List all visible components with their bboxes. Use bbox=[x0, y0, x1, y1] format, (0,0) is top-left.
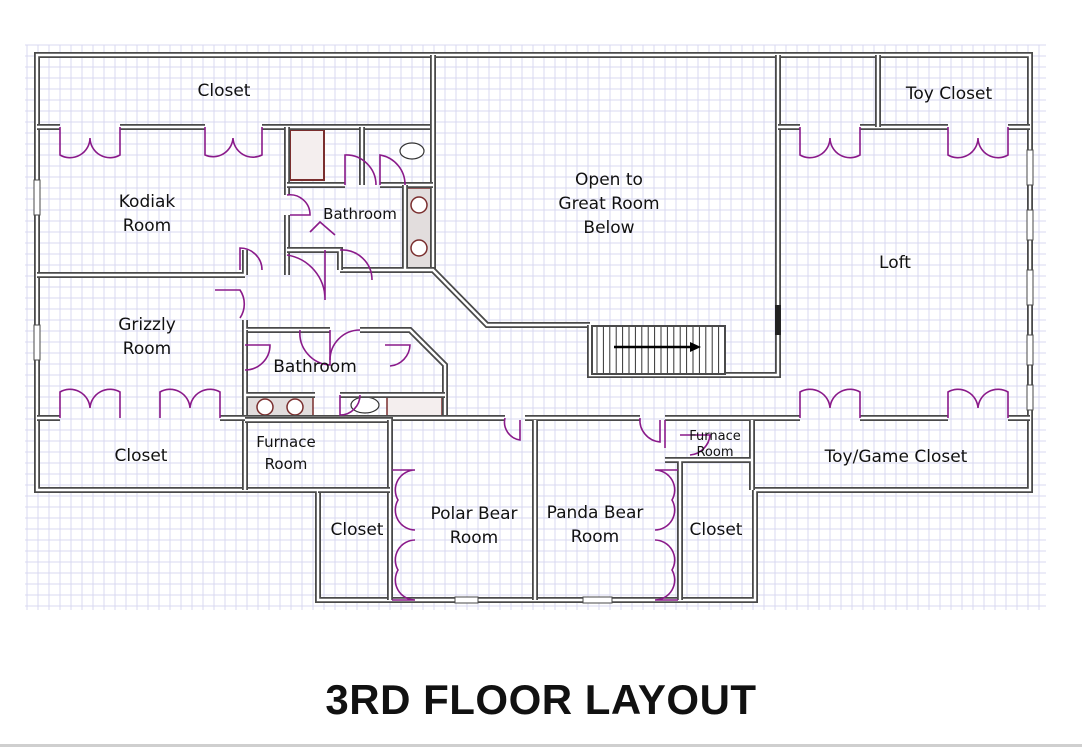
door bbox=[947, 127, 1009, 159]
room-label-closet-left: Closet bbox=[115, 446, 168, 466]
door bbox=[503, 417, 521, 441]
room-label-bathroom-lower: Bathroom bbox=[273, 357, 357, 377]
shower bbox=[289, 129, 325, 181]
window bbox=[1026, 269, 1034, 306]
door bbox=[286, 193, 311, 216]
window bbox=[1026, 149, 1034, 186]
staircase bbox=[591, 325, 726, 375]
stair-outline bbox=[591, 325, 726, 375]
room-label-panda-bear-room: Room bbox=[571, 527, 619, 547]
door bbox=[654, 469, 678, 601]
window bbox=[454, 596, 479, 604]
window bbox=[1026, 209, 1034, 241]
toilet bbox=[399, 142, 425, 160]
door bbox=[215, 289, 246, 319]
door bbox=[339, 394, 361, 416]
door bbox=[239, 247, 263, 271]
grid bbox=[25, 44, 1046, 610]
wall-inner bbox=[665, 420, 754, 600]
room-label-furnace-left: Furnace bbox=[256, 433, 315, 451]
room-label-toy-closet: Toy Closet bbox=[905, 84, 993, 104]
window bbox=[33, 179, 41, 216]
room-label-bathroom-upper: Bathroom bbox=[323, 205, 397, 223]
window bbox=[33, 324, 41, 361]
room-label-toy-game-closet: Toy/Game Closet bbox=[824, 447, 968, 467]
room-label-grizzly-room: Room bbox=[123, 339, 171, 359]
door bbox=[159, 388, 221, 418]
door bbox=[286, 250, 326, 301]
door bbox=[947, 388, 1009, 418]
room-label-closet-top: Closet bbox=[198, 81, 251, 101]
sink bbox=[410, 239, 428, 257]
toilet bbox=[350, 396, 380, 414]
divider bbox=[0, 744, 1082, 747]
room-label-polar-bear-room: Room bbox=[450, 528, 498, 548]
window bbox=[582, 596, 613, 604]
door bbox=[639, 417, 661, 443]
sink bbox=[286, 398, 304, 416]
arrow-icon-head bbox=[690, 342, 701, 352]
wall-inner bbox=[35, 53, 1032, 602]
page-title: 3RD FLOOR LAYOUT bbox=[325, 676, 757, 723]
door bbox=[799, 127, 861, 159]
walls bbox=[33, 52, 1034, 604]
sink bbox=[256, 398, 274, 416]
room-label-closet-polar: Closet bbox=[331, 520, 384, 540]
bathtub bbox=[386, 395, 443, 417]
door bbox=[244, 344, 271, 371]
door bbox=[59, 127, 121, 159]
door bbox=[329, 329, 361, 361]
window bbox=[1026, 384, 1034, 411]
door bbox=[299, 329, 331, 366]
room-label-grizzly: Grizzly bbox=[118, 315, 176, 335]
room-label-below: Below bbox=[583, 218, 634, 238]
room-label-panda-bear: Panda Bear bbox=[547, 503, 644, 523]
door bbox=[339, 249, 373, 281]
door bbox=[385, 344, 411, 367]
door bbox=[392, 469, 416, 601]
door bbox=[799, 388, 861, 418]
floor-plan: Closet Toy Closet Kodiak Room Bathroom O… bbox=[25, 44, 1046, 610]
room-label-furnace-right: Furnace bbox=[689, 429, 740, 444]
room-label-polar-bear: Polar Bear bbox=[430, 504, 517, 524]
wall-inner bbox=[388, 420, 537, 600]
door bbox=[309, 220, 336, 236]
wall-inner bbox=[340, 185, 590, 327]
door bbox=[344, 154, 406, 186]
room-label-great-room: Great Room bbox=[558, 194, 659, 214]
doors bbox=[59, 127, 1009, 601]
room-label-kodiak-room: Room bbox=[123, 216, 171, 236]
door bbox=[680, 434, 711, 456]
window bbox=[775, 305, 781, 335]
room-label-open-to: Open to bbox=[575, 170, 643, 190]
wall-inner bbox=[243, 330, 445, 490]
room-label-furnace-left-room: Room bbox=[265, 455, 308, 473]
window bbox=[1026, 334, 1034, 366]
room-label-kodiak: Kodiak bbox=[119, 192, 176, 212]
room-label-loft: Loft bbox=[879, 253, 911, 273]
door bbox=[204, 127, 263, 158]
sink bbox=[410, 196, 428, 214]
room-label-furnace-right-room: Room bbox=[696, 445, 733, 460]
room-label-closet-panda: Closet bbox=[690, 520, 743, 540]
door bbox=[59, 388, 121, 418]
